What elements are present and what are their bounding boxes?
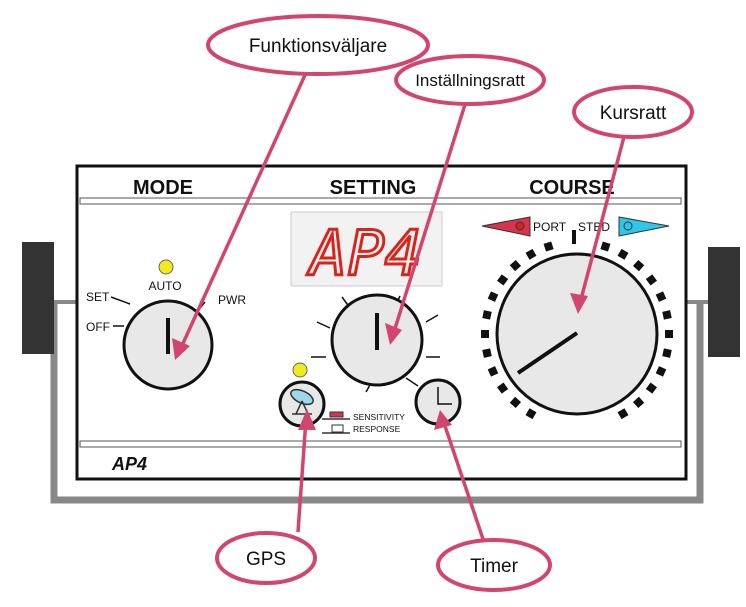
left-mount-knob[interactable] — [22, 242, 54, 354]
course-scale-tick — [617, 408, 629, 420]
model-label: AP4 — [111, 454, 147, 474]
course-scale-tick — [487, 366, 499, 377]
course-header: COURSE — [529, 177, 615, 199]
mode-position-pwr: PWR — [218, 293, 246, 307]
port-led — [515, 221, 525, 231]
course-scale-tick — [525, 408, 537, 420]
course-scale-tick — [632, 259, 645, 272]
callout-setting-knob-text: Inställningsratt — [415, 71, 525, 90]
callout-course-knob — [572, 85, 694, 139]
course-scale-tick — [662, 348, 672, 358]
callout-mode-selector — [206, 14, 430, 76]
course-scale-tick — [655, 366, 667, 377]
callout-setting-knob — [394, 54, 546, 106]
mode-header: MODE — [133, 177, 193, 199]
course-scale-tick — [632, 396, 645, 409]
callout-mode-selector-text: Funktionsväljare — [249, 36, 387, 57]
course-scale-tick — [481, 330, 489, 338]
top-divider — [79, 197, 682, 205]
toggle-switch-icon[interactable] — [322, 411, 350, 434]
callout-timer-text: Timer — [470, 556, 519, 577]
setting-header: SETTING — [330, 177, 417, 199]
mode-position-off: OFF — [86, 320, 110, 334]
port-arrow-icon — [481, 216, 531, 237]
response-label: RESPONSE — [353, 424, 401, 434]
callout-gps-text: GPS — [246, 549, 286, 570]
course-scale-tick — [497, 274, 509, 286]
stbd-arrow-icon — [618, 216, 670, 237]
course-scale-tick — [665, 330, 673, 338]
right-mount-knob[interactable] — [708, 247, 740, 357]
callout-timer — [436, 538, 552, 592]
auto-indicator-led — [158, 259, 174, 275]
mode-position-set: SET — [86, 290, 110, 304]
course-scale-tick — [543, 241, 554, 252]
course-scale-tick — [482, 310, 492, 320]
stbd-led — [623, 221, 633, 231]
set-tick — [110, 296, 131, 305]
digital-display — [290, 211, 443, 287]
course-scale-tick — [662, 310, 672, 320]
callout-arrowheads — [172, 293, 588, 430]
clock-hand-icon — [437, 387, 452, 405]
port-label: PORT — [533, 220, 567, 234]
mounting-frame — [50, 300, 704, 504]
course-knob-pointer — [516, 331, 579, 375]
course-scale-ticks — [481, 241, 673, 420]
course-scale-tick — [645, 274, 657, 286]
course-scale-tick — [645, 382, 657, 394]
display-readout: AP4 — [306, 217, 422, 290]
callout-course-knob-text: Kursratt — [600, 103, 667, 124]
bottom-divider — [79, 440, 682, 448]
course-scale-tick — [617, 248, 629, 260]
course-scale-tick — [655, 291, 667, 302]
stbd-label: STBD — [578, 220, 610, 234]
course-scale-tick — [482, 348, 492, 358]
sensitivity-label: SENSITIVITY — [353, 412, 405, 422]
course-scale-tick — [509, 396, 522, 409]
callout-gps — [215, 531, 317, 585]
center-mark — [572, 230, 576, 244]
mode-position-auto: AUTO — [148, 279, 181, 293]
course-scale-tick — [525, 248, 537, 260]
course-scale-tick — [509, 259, 522, 272]
callout-leaders — [178, 74, 627, 546]
course-scale-tick — [600, 241, 611, 252]
course-scale-tick — [487, 291, 499, 302]
course-scale-tick — [497, 382, 509, 394]
gps-indicator-led — [292, 362, 308, 378]
